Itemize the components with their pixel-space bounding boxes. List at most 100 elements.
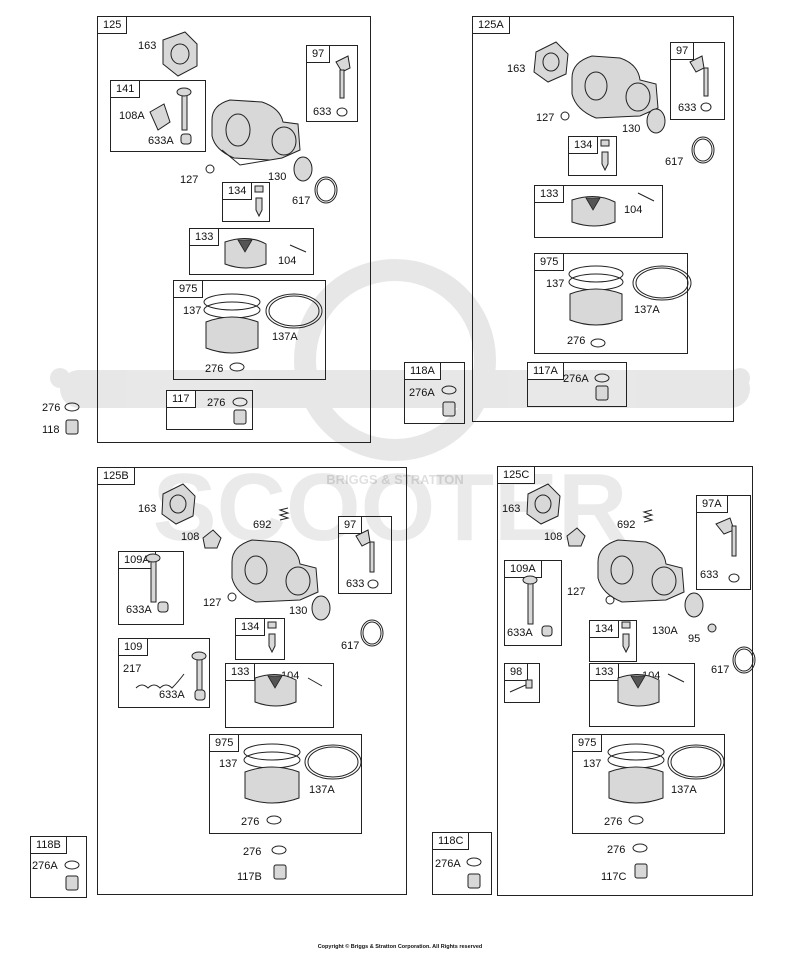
group-tag: 125B <box>97 467 135 485</box>
group-box-134: 134 <box>235 618 285 660</box>
part-drawings-125C <box>466 483 756 889</box>
group-box-97: 97 <box>338 516 392 594</box>
part-label: 137A <box>309 784 335 796</box>
part-label: 137 <box>583 758 602 770</box>
part-label: 163 <box>138 40 157 52</box>
group-tag: 133 <box>534 185 565 203</box>
part-label: 276 <box>607 844 626 856</box>
part-label: 617 <box>341 640 360 652</box>
part-label: 163 <box>507 63 526 75</box>
group-box-118C: 118C <box>432 832 492 895</box>
part-label: 692 <box>617 519 636 531</box>
group-tag: 125A <box>472 16 510 34</box>
part-label: 163 <box>502 503 521 515</box>
part-label: 633A <box>507 627 533 639</box>
group-box-125C: 125C <box>497 466 753 896</box>
group-tag: 134 <box>222 182 253 200</box>
part-label: 137A <box>634 304 660 316</box>
part-label: 108A <box>119 110 145 122</box>
group-box-125B: 125B <box>97 467 407 895</box>
part-label: 130 <box>289 605 308 617</box>
part-label: 276 <box>207 397 226 409</box>
group-tag: 118C <box>432 832 470 850</box>
part-label: 633 <box>346 578 365 590</box>
group-tag: 109A <box>504 560 542 578</box>
part-drawings-125 <box>64 31 351 435</box>
part-label: 117C <box>601 871 627 883</box>
part-label: 104 <box>278 255 297 267</box>
group-tag: 109 <box>118 638 149 656</box>
group-box-109A: 109A <box>504 560 562 646</box>
part-drawings-125A <box>441 41 715 417</box>
part-label: 276 <box>567 335 586 347</box>
group-box-975: 975 <box>572 734 725 834</box>
part-label: 163 <box>138 503 157 515</box>
part-label: 276A <box>32 860 58 872</box>
part-label: 276A <box>435 858 461 870</box>
part-label: 127 <box>567 586 586 598</box>
part-label: 276 <box>241 816 260 828</box>
part-label: 117B <box>237 871 262 883</box>
group-box-98: 98 <box>504 663 540 703</box>
group-box-975: 975 <box>173 280 326 380</box>
group-box-134: 134 <box>222 182 270 222</box>
part-label: 130 <box>268 171 287 183</box>
part-label: 137 <box>546 278 565 290</box>
group-tag: 134 <box>589 620 620 638</box>
group-tag: 125C <box>497 466 536 484</box>
part-label: 276 <box>42 402 61 414</box>
group-tag: 97 <box>306 45 331 63</box>
group-box-117: 117 <box>166 390 253 430</box>
part-label: 617 <box>665 156 684 168</box>
group-box-975: 975 <box>209 734 362 834</box>
group-box-134: 134 <box>568 136 617 176</box>
part-label: 633 <box>678 102 697 114</box>
group-tag: 975 <box>534 253 565 271</box>
part-label: 130 <box>622 123 641 135</box>
part-label: 276 <box>243 846 262 858</box>
group-box-133: 133 <box>225 663 334 728</box>
group-tag: 97A <box>696 495 728 513</box>
group-box-975: 975 <box>534 253 688 354</box>
part-label: 633A <box>148 135 174 147</box>
group-box-117A: 117A <box>527 362 627 407</box>
part-label: 108 <box>181 531 200 543</box>
part-label: 118 <box>42 424 60 436</box>
group-tag: 117 <box>166 390 196 408</box>
group-tag: 134 <box>568 136 599 154</box>
group-box-134: 134 <box>589 620 637 662</box>
part-label: 104 <box>624 204 643 216</box>
group-tag: 125 <box>97 16 128 34</box>
group-box-97A: 97A <box>696 495 751 590</box>
group-box-109: 109 <box>118 638 210 708</box>
part-label: 633A <box>159 689 185 701</box>
group-box-141: 141 <box>110 80 206 152</box>
part-label: 217 <box>123 663 142 675</box>
group-tag: 141 <box>110 80 141 98</box>
part-label: 127 <box>180 174 199 186</box>
part-label: 130A <box>652 625 678 637</box>
part-label: 617 <box>711 664 730 676</box>
group-tag: 118A <box>404 362 441 380</box>
part-drawings-125B <box>64 483 384 891</box>
group-box-118B: 118B <box>30 836 87 898</box>
group-box-133: 133 <box>534 185 663 238</box>
part-label: 137A <box>671 784 697 796</box>
group-box-97: 97 <box>670 42 725 120</box>
part-label: 137 <box>219 758 238 770</box>
group-tag: 98 <box>504 663 529 681</box>
group-box-133: 133 <box>189 228 314 275</box>
group-box-109A: 109A <box>118 551 184 625</box>
part-label: 127 <box>203 597 222 609</box>
part-label: 633 <box>700 569 719 581</box>
watermark-subtext: BRIGGS & STRATTON <box>326 472 463 487</box>
part-label: 137 <box>183 305 202 317</box>
part-label: 692 <box>253 519 272 531</box>
part-label: 127 <box>536 112 555 124</box>
group-tag: 117A <box>527 362 564 380</box>
part-label: 617 <box>292 195 311 207</box>
group-box-125: 125 <box>97 16 371 443</box>
copyright-notice: Copyright © Briggs & Stratton Corporatio… <box>317 944 483 950</box>
group-box-118A: 118A <box>404 362 465 424</box>
group-tag: 134 <box>235 618 266 636</box>
